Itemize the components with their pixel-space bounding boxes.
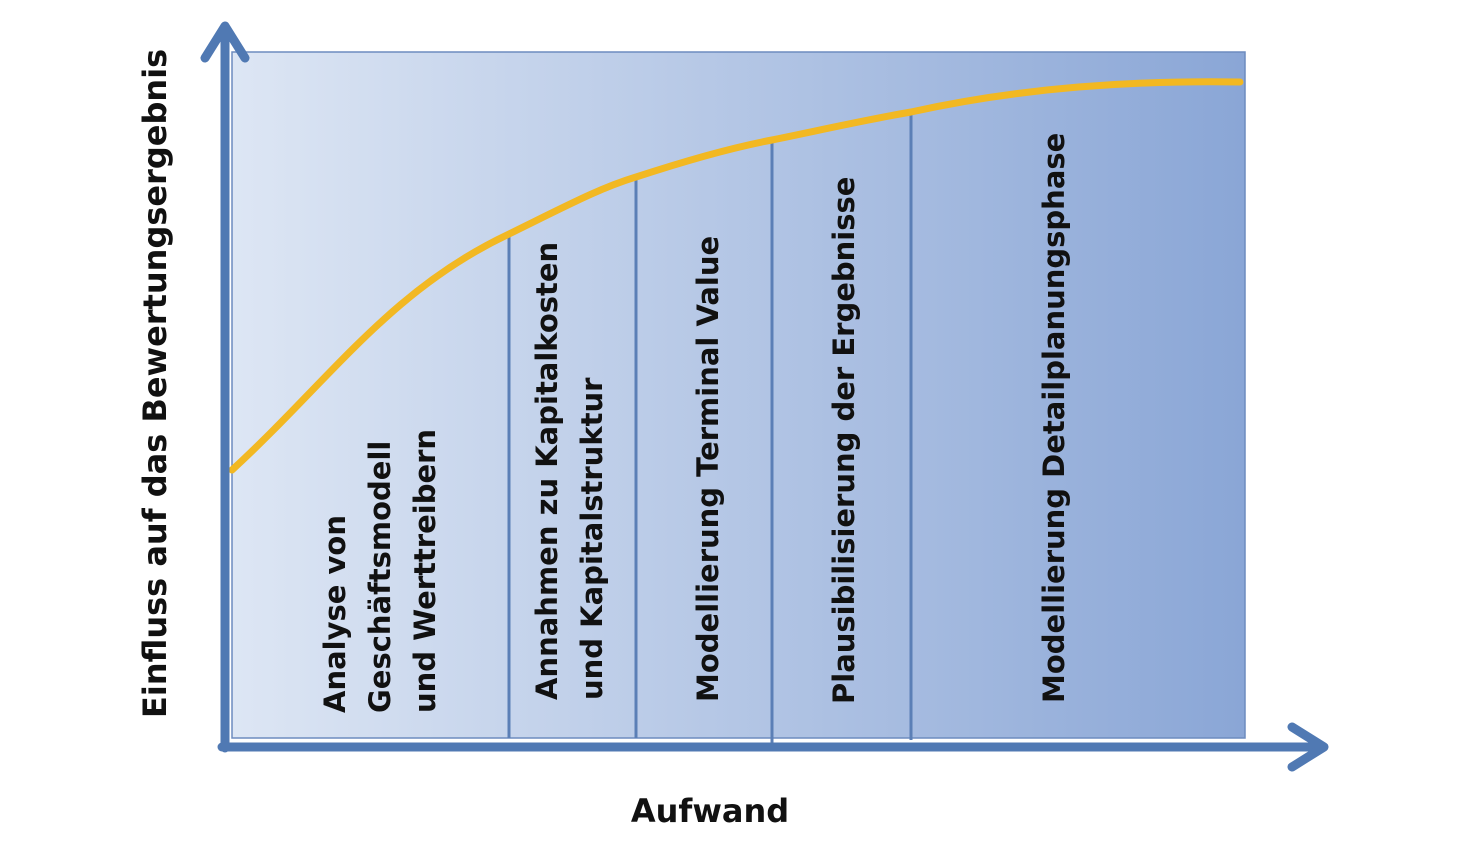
phase-label-line: und Werttreibern: [408, 429, 442, 713]
x-axis-title: Aufwand: [631, 792, 789, 830]
phase-label-line: Plausibilisierung der Ergebnisse: [827, 177, 861, 704]
phase-label-line: Modellierung Detailplanungsphase: [1037, 133, 1071, 703]
x-axis-arrowhead: [1287, 722, 1329, 772]
phase-label-line: und Kapitalstruktur: [575, 377, 609, 700]
phase-label-line: Annahmen zu Kapitalkosten: [530, 242, 564, 700]
impact-curve: [228, 78, 1244, 474]
phase-label-line: Geschäftsmodell: [363, 441, 397, 713]
y-axis: [200, 21, 250, 753]
phase-dividers: [507, 112, 913, 744]
x-axis: [217, 722, 1329, 772]
phase-label-detail-planning: Modellierung Detailplanungsphase: [1037, 133, 1071, 703]
phase-label-line: Analyse von: [318, 515, 352, 713]
y-axis-title: Einfluss auf das Bewertungsergebnis: [136, 49, 174, 718]
phase-label-line: Modellierung Terminal Value: [691, 236, 725, 702]
phase-label-plausibility: Plausibilisierung der Ergebnisse: [827, 177, 861, 704]
phase-labels: Analyse von Geschäftsmodell und Werttrei…: [318, 133, 1071, 713]
diagram-panel: [231, 51, 1246, 739]
phase-label-terminal-value: Modellierung Terminal Value: [691, 236, 725, 702]
phase-label-analysis: Analyse von Geschäftsmodell und Werttrei…: [318, 429, 442, 713]
phase-label-capital-costs: Annahmen zu Kapitalkosten und Kapitalstr…: [530, 232, 609, 700]
y-axis-arrowhead: [200, 21, 250, 63]
